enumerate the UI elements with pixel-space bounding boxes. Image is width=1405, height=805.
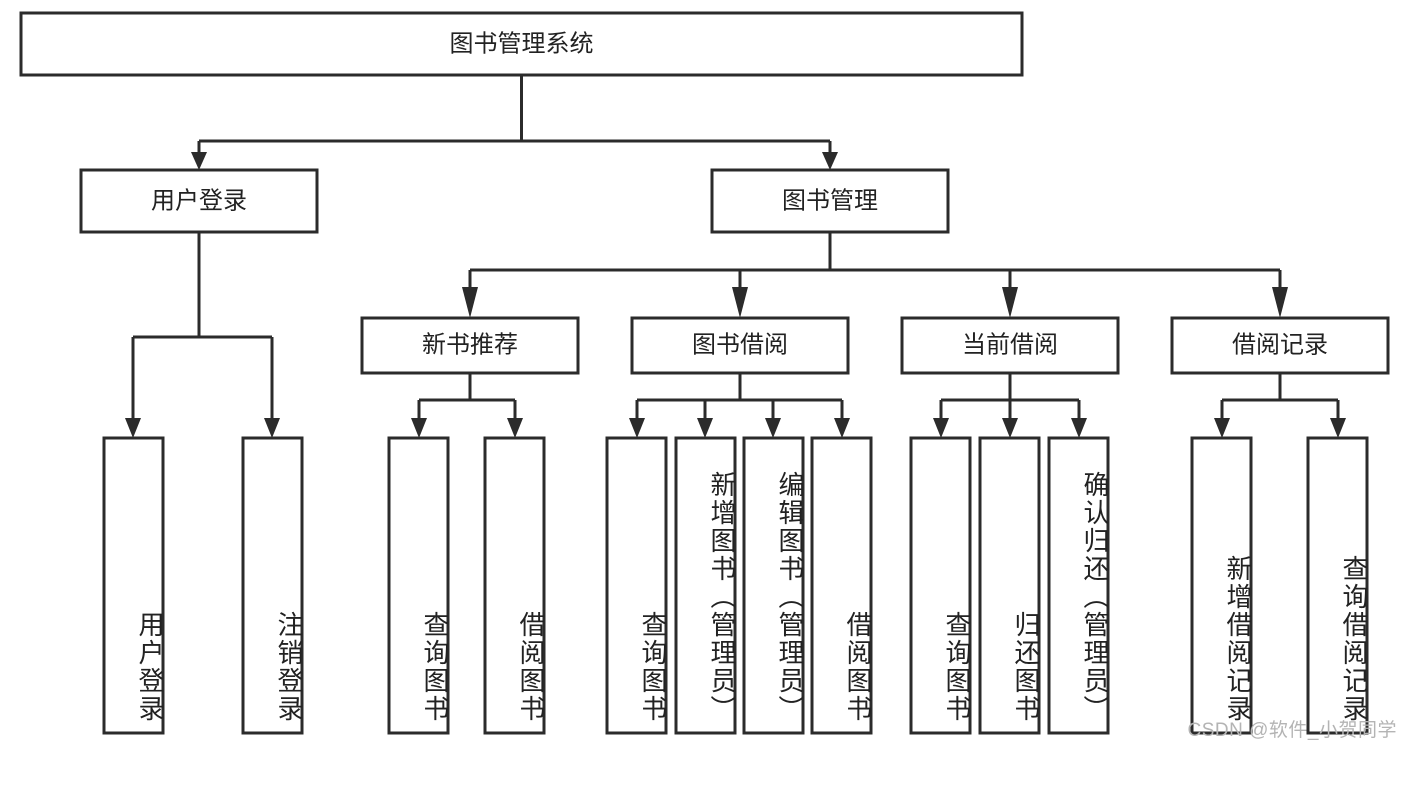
node-leaf-logout-login-label: 注销登录 — [274, 611, 302, 723]
arrowhead-leaf-query-book-3 — [933, 418, 949, 438]
arrowhead-leaf-user-login — [125, 418, 141, 438]
arrowhead-book-borrow — [732, 287, 748, 318]
node-book-borrow[interactable]: 图书借阅 — [630, 316, 850, 375]
node-leaf-query-book-2[interactable] — [605, 436, 668, 735]
arrowhead-leaf-query-record — [1330, 418, 1346, 438]
node-leaf-borrow-book-2-box[interactable] — [810, 436, 873, 735]
node-leaf-add-record-box[interactable] — [1190, 436, 1253, 735]
arrowhead-new-book-recommend — [462, 287, 478, 318]
arrowhead-leaf-borrow-book-1 — [507, 418, 523, 438]
node-new-book-recommend-label: 新书推荐 — [422, 331, 518, 358]
node-new-book-recommend-box[interactable] — [360, 316, 580, 375]
node-current-borrow-label: 当前借阅 — [962, 331, 1058, 358]
node-leaf-borrow-book-1-label: 借阅图书 — [516, 611, 544, 723]
arrowhead-leaf-add-book — [697, 418, 713, 438]
node-leaf-query-book-3[interactable] — [909, 436, 972, 735]
arrowhead-leaf-borrow-book-2 — [834, 418, 850, 438]
node-leaf-logout-login[interactable] — [241, 436, 304, 735]
node-leaf-return-book-box[interactable] — [978, 436, 1041, 735]
node-leaf-borrow-book-1[interactable] — [483, 436, 546, 735]
node-book-borrow-box[interactable] — [630, 316, 850, 375]
node-leaf-user-login-label: 用户登录 — [135, 611, 163, 723]
node-leaf-return-book[interactable] — [978, 436, 1041, 735]
node-leaf-borrow-book-2[interactable] — [810, 436, 873, 735]
node-leaf-query-record[interactable] — [1306, 436, 1369, 735]
node-leaf-add-book[interactable] — [674, 436, 737, 735]
node-leaf-edit-book-label: 编辑图书（管理员） — [775, 471, 803, 723]
node-leaf-add-record-label: 新增借阅记录 — [1223, 555, 1251, 723]
node-new-book-recommend[interactable]: 新书推荐 — [360, 316, 580, 375]
node-leaf-edit-book[interactable] — [742, 436, 805, 735]
node-leaf-query-book-1-label: 查询图书 — [420, 611, 448, 723]
arrowhead-leaf-query-book-1 — [411, 418, 427, 438]
watermark: CSDN @软件_小贺同学 — [1187, 720, 1397, 741]
node-book-management-label: 图书管理 — [782, 187, 878, 214]
node-leaf-user-login-box[interactable] — [102, 436, 165, 735]
node-leaf-query-record-box[interactable] — [1306, 436, 1369, 735]
node-current-borrow-box[interactable] — [900, 316, 1120, 375]
arrowhead-user-login — [191, 152, 207, 170]
node-leaf-confirm-return-box[interactable] — [1047, 436, 1110, 735]
arrowhead-leaf-edit-book — [765, 418, 781, 438]
connectors-group — [125, 75, 1346, 438]
arrowhead-leaf-query-book-2 — [629, 418, 645, 438]
node-user-login[interactable]: 用户登录 — [79, 168, 319, 234]
arrowhead-leaf-logout-login — [264, 418, 280, 438]
node-leaf-confirm-return-label: 确认归还（管理员） — [1080, 471, 1108, 723]
node-borrow-record-box[interactable] — [1170, 316, 1390, 375]
node-book-borrow-label: 图书借阅 — [692, 331, 788, 358]
node-leaf-edit-book-box[interactable] — [742, 436, 805, 735]
node-leaf-confirm-return[interactable] — [1047, 436, 1110, 735]
node-leaf-query-record-label: 查询借阅记录 — [1339, 555, 1367, 723]
node-leaf-query-book-3-label: 查询图书 — [942, 611, 970, 723]
node-current-borrow[interactable]: 当前借阅 — [900, 316, 1120, 375]
node-leaf-borrow-book-2-label: 借阅图书 — [843, 611, 871, 723]
node-borrow-record[interactable]: 借阅记录 — [1170, 316, 1390, 375]
node-leaf-logout-login-box[interactable] — [241, 436, 304, 735]
node-leaf-borrow-book-1-box[interactable] — [483, 436, 546, 735]
arrowhead-leaf-return-book — [1002, 418, 1018, 438]
arrowhead-borrow-record — [1272, 287, 1288, 318]
node-user-login-box[interactable] — [79, 168, 319, 234]
arrowhead-current-borrow — [1002, 287, 1018, 318]
node-leaf-add-book-box[interactable] — [674, 436, 737, 735]
node-root[interactable]: 图书管理系统 — [19, 11, 1024, 77]
node-leaf-add-book-label: 新增图书（管理员） — [707, 471, 735, 723]
node-borrow-record-label: 借阅记录 — [1232, 331, 1328, 358]
node-leaf-query-book-2-box[interactable] — [605, 436, 668, 735]
node-leaf-add-record[interactable] — [1190, 436, 1253, 735]
node-leaf-query-book-2-label: 查询图书 — [638, 611, 666, 723]
node-root-label: 图书管理系统 — [450, 30, 594, 57]
node-user-login-label: 用户登录 — [151, 187, 247, 214]
node-leaf-query-book-1-box[interactable] — [387, 436, 450, 735]
arrowhead-leaf-add-record — [1214, 418, 1230, 438]
node-book-management-box[interactable] — [710, 168, 950, 234]
node-root-box[interactable] — [19, 11, 1024, 77]
node-leaf-user-login[interactable] — [102, 436, 165, 735]
arrowhead-book-management — [822, 152, 838, 170]
node-book-management[interactable]: 图书管理 — [710, 168, 950, 234]
node-leaf-return-book-label: 归还图书 — [1011, 611, 1039, 723]
tree-diagram: 图书管理系统 用户登录 图书管理 新书推荐 图书借阅 当前借阅 借阅记录 — [19, 11, 1390, 735]
node-leaf-query-book-3-box[interactable] — [909, 436, 972, 735]
arrowhead-leaf-confirm-return — [1071, 418, 1087, 438]
diagram-canvas: 图书管理系统 用户登录 图书管理 新书推荐 图书借阅 当前借阅 借阅记录 — [19, 11, 1397, 741]
node-leaf-query-book-1[interactable] — [387, 436, 450, 735]
